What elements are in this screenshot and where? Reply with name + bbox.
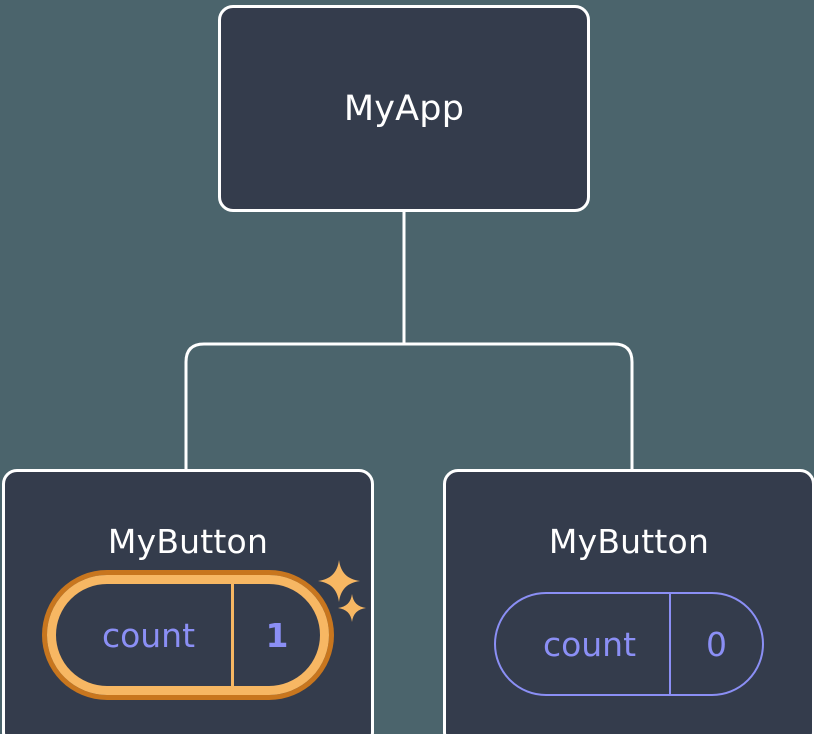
node-mybutton-left-label: MyButton	[107, 522, 269, 561]
node-mybutton-right-label: MyButton	[548, 522, 710, 561]
state-pill-wrapper-right: count 0	[446, 592, 812, 696]
state-key-right: count	[496, 594, 671, 694]
node-myapp-label: MyApp	[343, 88, 465, 129]
state-key-left: count	[56, 584, 234, 686]
node-mybutton-left[interactable]: MyButton count 1	[2, 469, 374, 734]
state-pill-plain[interactable]: count 0	[494, 592, 764, 696]
node-mybutton-right[interactable]: MyButton count 0	[443, 469, 814, 734]
state-pill-wrapper-left: count 1	[5, 575, 371, 695]
state-value-right: 0	[706, 624, 727, 664]
state-pill-highlighted[interactable]: count 1	[47, 575, 329, 695]
node-myapp[interactable]: MyApp	[218, 5, 590, 212]
state-value-left: 1	[265, 615, 289, 655]
